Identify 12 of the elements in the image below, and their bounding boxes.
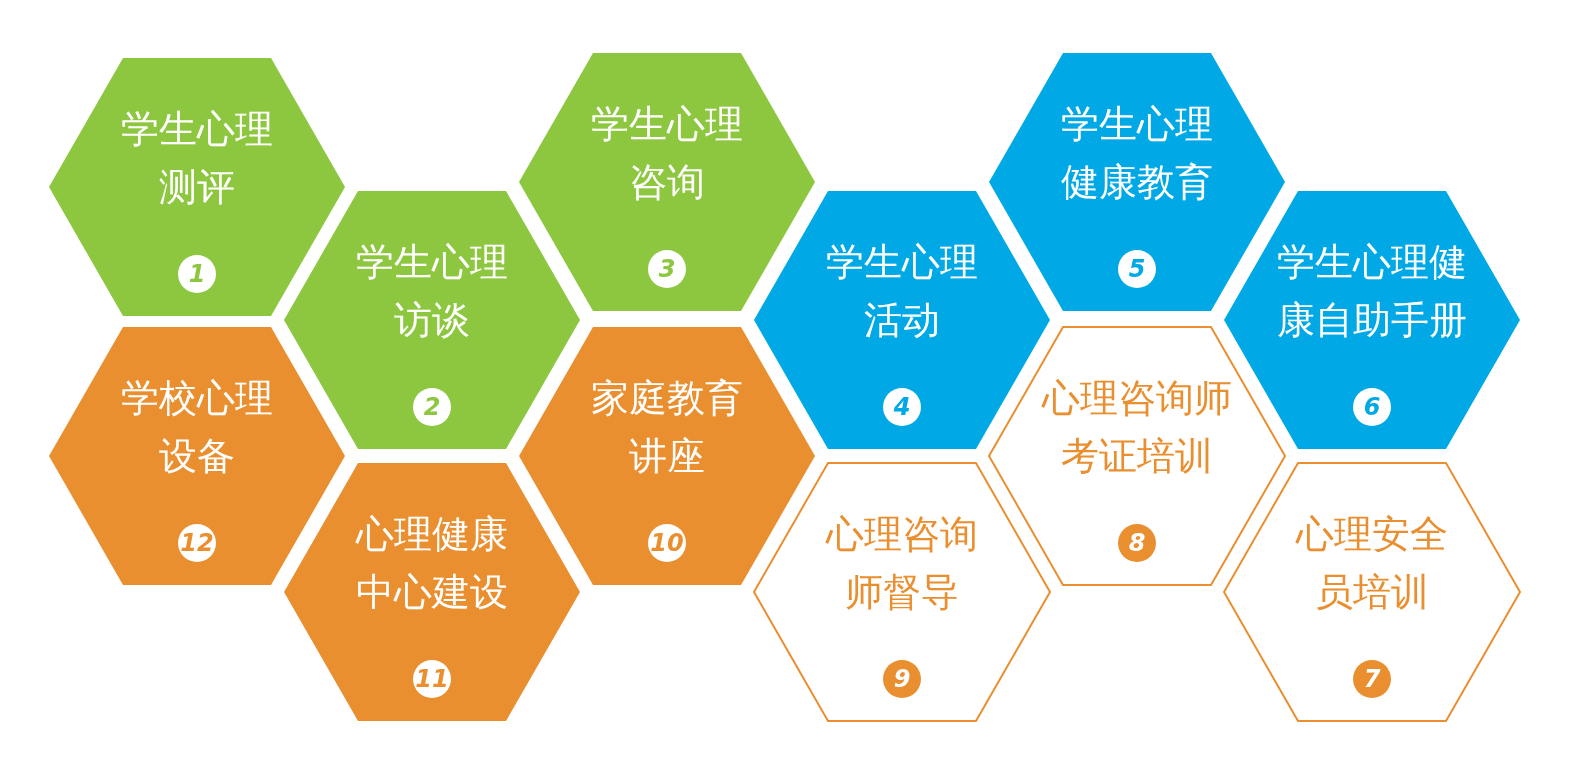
tile-label: 学生心理测评: [120, 106, 274, 211]
tile-label: 学生心理健康自助手册: [1276, 239, 1468, 344]
tile-label: 学生心理活动: [825, 239, 979, 344]
tile-label: 心理安全员培训: [1294, 511, 1449, 616]
tile-label: 学校心理设备: [120, 375, 274, 480]
tile-label: 心理咨询师考证培训: [1040, 375, 1233, 480]
tile-label: 学生心理健康教育: [1060, 101, 1214, 206]
tile-label: 心理健康中心建设: [354, 511, 509, 616]
tile-label: 学生心理访谈: [355, 239, 509, 344]
tile-label: 心理咨询师督导: [824, 511, 979, 616]
tile-label: 学生心理咨询: [590, 101, 744, 206]
tile-label: 家庭教育讲座: [590, 375, 744, 480]
